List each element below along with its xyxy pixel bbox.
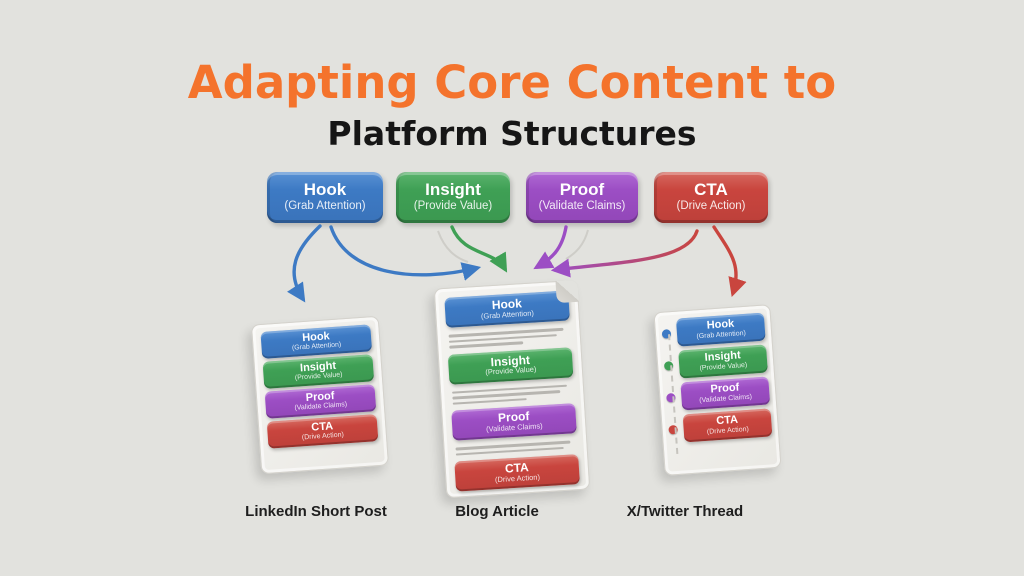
thread-row: Hook (Grab Attention) — [661, 312, 766, 348]
block-sublabel: (Grab Attention) — [696, 329, 747, 341]
linkedin-block-proof: Proof (Validate Claims) — [264, 384, 377, 419]
linkedin-block-cta: CTA (Drive Action) — [266, 414, 379, 449]
core-block-insight-label: Insight — [425, 180, 481, 200]
page-fold-corner — [555, 279, 579, 304]
block-sublabel: (Grab Attention) — [480, 308, 535, 321]
twitter-block-hook: Hook (Grab Attention) — [675, 312, 766, 347]
platform-label-blog: Blog Article — [455, 503, 539, 520]
platform-card-blog: Hook (Grab Attention) Insight (Provide V… — [433, 279, 591, 499]
core-block-proof: Proof (Validate Claims) — [526, 172, 638, 223]
twitter-block-insight: Insight (Provide Value) — [678, 344, 768, 379]
core-block-insight-sublabel: (Provide Value) — [413, 199, 493, 212]
block-sublabel: (Drive Action) — [301, 431, 345, 442]
core-block-hook: Hook (Grab Attention) — [267, 172, 383, 223]
block-sublabel: (Validate Claims) — [485, 421, 543, 434]
platform-card-linkedin: Hook (Grab Attention) Insight (Provide V… — [250, 315, 390, 475]
blog-block-cta: CTA (Drive Action) — [454, 454, 580, 492]
main-title: Adapting Core Content to — [187, 56, 837, 109]
core-block-cta: CTA (Drive Action) — [654, 172, 768, 223]
core-block-cta-label: CTA — [694, 180, 728, 200]
arrow-insight-to-blog — [450, 225, 508, 273]
block-sublabel: (Validate Claims) — [294, 401, 348, 413]
twitter-block-proof: Proof (Validate Claims) — [680, 376, 771, 411]
subtitle: Platform Structures — [327, 114, 697, 153]
block-sublabel: (Validate Claims) — [699, 393, 753, 405]
arrow-cta-to-twitter — [712, 225, 747, 298]
core-block-cta-sublabel: (Drive Action) — [676, 199, 746, 212]
platform-card-twitter: Hook (Grab Attention) Insight (Provide V… — [653, 304, 782, 476]
arrow-proof-to-blog — [533, 225, 568, 270]
arrow-hook-to-blog — [329, 225, 482, 281]
arrow-cta-to-blog — [550, 229, 699, 278]
core-block-proof-label: Proof — [559, 180, 605, 200]
twitter-block-cta: CTA (Drive Action) — [682, 408, 773, 443]
arrow-hook-to-linkedin — [287, 224, 322, 303]
block-sublabel: (Provide Value) — [485, 364, 537, 378]
platform-label-twitter: X/Twitter Thread — [626, 503, 744, 520]
shadow-curve — [437, 230, 469, 263]
core-block-hook-label: Hook — [303, 180, 347, 200]
block-sublabel: (Drive Action) — [494, 472, 541, 485]
linkedin-block-hook: Hook (Grab Attention) — [260, 324, 373, 359]
core-block-hook-sublabel: (Grab Attention) — [284, 199, 366, 212]
linkedin-block-insight: Insight (Provide Value) — [262, 354, 375, 389]
core-block-insight: Insight (Provide Value) — [396, 172, 510, 223]
thread-row: CTA (Drive Action) — [668, 408, 773, 443]
thread-row: Insight (Provide Value) — [663, 344, 768, 380]
core-block-proof-sublabel: (Validate Claims) — [538, 199, 626, 212]
platform-label-linkedin: LinkedIn Short Post — [245, 503, 387, 520]
thread-row: Proof (Validate Claims) — [665, 376, 771, 411]
block-sublabel: (Drive Action) — [706, 425, 750, 436]
block-sublabel: (Grab Attention) — [291, 341, 342, 353]
shadow-curve — [565, 229, 589, 260]
